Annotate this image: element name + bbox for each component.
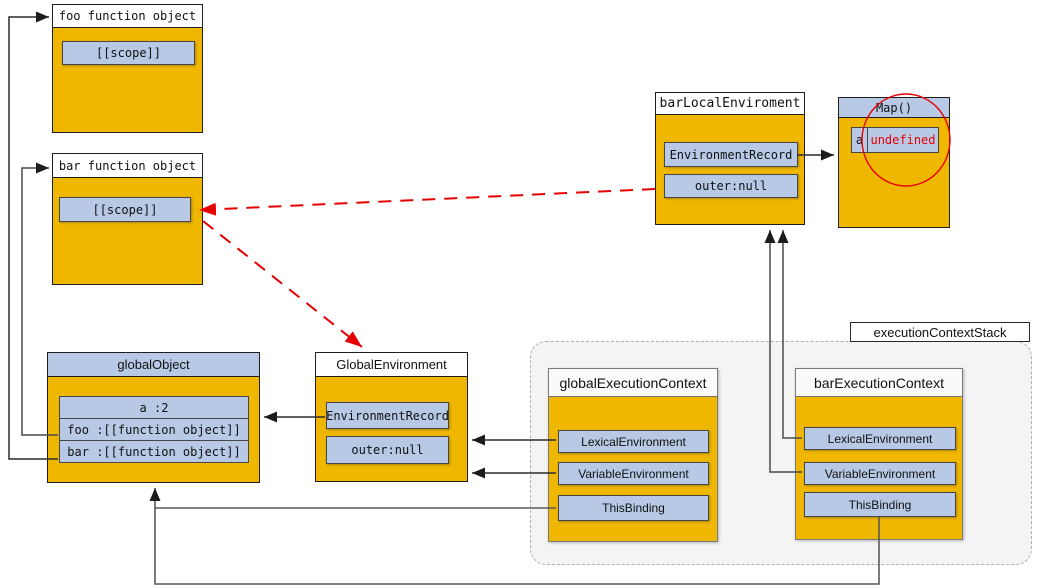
global-object-row-bar: bar :[[function object]] bbox=[59, 440, 249, 463]
bar-scope-cell: [[scope]] bbox=[59, 197, 191, 222]
arrow-this-binding-to-global-object bbox=[149, 488, 556, 509]
bar-execution-context-box: barExecutionContext LexicalEnvironment V… bbox=[795, 368, 963, 540]
global-lexical-environment-cell: LexicalEnvironment bbox=[558, 430, 709, 453]
global-object-rows: a :2 foo :[[function object]] bar :[[fun… bbox=[59, 396, 249, 463]
global-environment-box: GlobalEnvironment EnvironmentRecord oute… bbox=[315, 352, 468, 482]
global-execution-context-box: globalExecutionContext LexicalEnvironmen… bbox=[548, 368, 718, 542]
map-entry-row: a undefined bbox=[851, 127, 939, 153]
red-dashed-arrow-scope-to-global-environment bbox=[202, 220, 363, 348]
foo-function-object-title: foo function object bbox=[52, 4, 203, 28]
global-environment-record-cell: EnvironmentRecord bbox=[326, 402, 449, 429]
map-title: Map() bbox=[838, 97, 950, 118]
map-entry-value-undefined: undefined bbox=[867, 127, 939, 153]
bar-variable-environment-cell: VariableEnvironment bbox=[804, 462, 956, 485]
bar-local-environment-box: barLocalEnviroment EnvironmentRecord out… bbox=[655, 92, 805, 225]
map-box: Map() a undefined bbox=[838, 97, 950, 228]
global-environment-title: GlobalEnvironment bbox=[315, 352, 468, 377]
foo-scope-cell: [[scope]] bbox=[62, 41, 195, 65]
bar-function-object-box: bar function object [[scope]] bbox=[52, 153, 203, 285]
global-object-row-a: a :2 bbox=[59, 396, 249, 419]
map-entry-key: a bbox=[851, 127, 868, 153]
global-object-row-foo: foo :[[function object]] bbox=[59, 418, 249, 441]
global-this-binding-cell: ThisBinding bbox=[558, 495, 709, 521]
bar-lexical-environment-cell: LexicalEnvironment bbox=[804, 427, 956, 450]
execution-context-stack-label: executionContextStack bbox=[850, 322, 1030, 342]
global-outer-null-cell: outer:null bbox=[326, 436, 449, 464]
global-execution-context-title: globalExecutionContext bbox=[548, 368, 718, 397]
bar-environment-record-cell: EnvironmentRecord bbox=[664, 142, 798, 167]
global-variable-environment-cell: VariableEnvironment bbox=[558, 462, 709, 485]
bar-function-object-title: bar function object bbox=[52, 153, 203, 178]
bar-outer-null-cell: outer:null bbox=[664, 174, 798, 198]
bar-execution-context-title: barExecutionContext bbox=[795, 368, 963, 397]
bar-this-binding-cell: ThisBinding bbox=[804, 492, 956, 517]
global-object-box: globalObject a :2 foo :[[function object… bbox=[47, 352, 260, 483]
global-object-title: globalObject bbox=[47, 352, 260, 377]
foo-function-object-box: foo function object [[scope]] bbox=[52, 4, 203, 133]
red-dashed-arrow-bar-local-to-scope bbox=[198, 188, 656, 216]
bar-local-environment-title: barLocalEnviroment bbox=[655, 92, 805, 115]
